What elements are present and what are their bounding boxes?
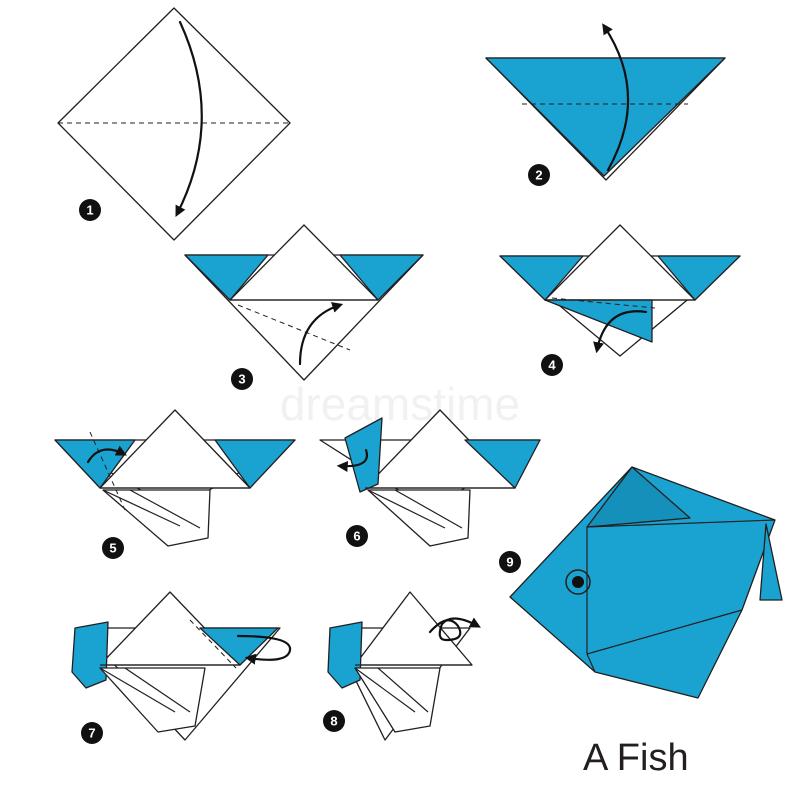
step-8-diagram — [327, 591, 481, 741]
step-9-finished-fish — [509, 466, 783, 699]
step-number-badge: 8 — [323, 710, 345, 732]
step-number-badge: 6 — [346, 525, 368, 547]
svg-text:2: 2 — [535, 168, 542, 183]
svg-text:1: 1 — [86, 203, 93, 218]
step-3-diagram — [184, 224, 424, 381]
fish-eye-outer — [565, 569, 591, 595]
step-number-badge: 3 — [231, 368, 253, 390]
fish-eye — [572, 576, 584, 588]
step-number-badge: 7 — [81, 722, 103, 744]
svg-text:8: 8 — [330, 714, 337, 729]
step-7-diagram — [71, 591, 292, 741]
svg-text:6: 6 — [353, 529, 360, 544]
step-2-diagram — [485, 23, 726, 181]
step-number-badge: 4 — [541, 354, 563, 376]
step-number-badge: 1 — [79, 199, 101, 221]
step-number-badge: 5 — [102, 537, 124, 559]
svg-text:7: 7 — [88, 726, 95, 741]
svg-text:3: 3 — [238, 372, 245, 387]
svg-text:5: 5 — [109, 541, 116, 556]
svg-text:9: 9 — [506, 555, 513, 570]
step-1-diagram — [57, 7, 291, 241]
svg-text:4: 4 — [548, 358, 556, 373]
step-5-diagram — [54, 409, 296, 547]
step-number-badge: 9 — [499, 551, 521, 573]
diagram-title: A Fish — [583, 737, 689, 779]
watermark-text: dreamstime — [280, 378, 520, 430]
step-6-diagram — [319, 409, 541, 547]
step-number-badge: 2 — [528, 164, 550, 186]
step-4-diagram — [499, 224, 741, 357]
